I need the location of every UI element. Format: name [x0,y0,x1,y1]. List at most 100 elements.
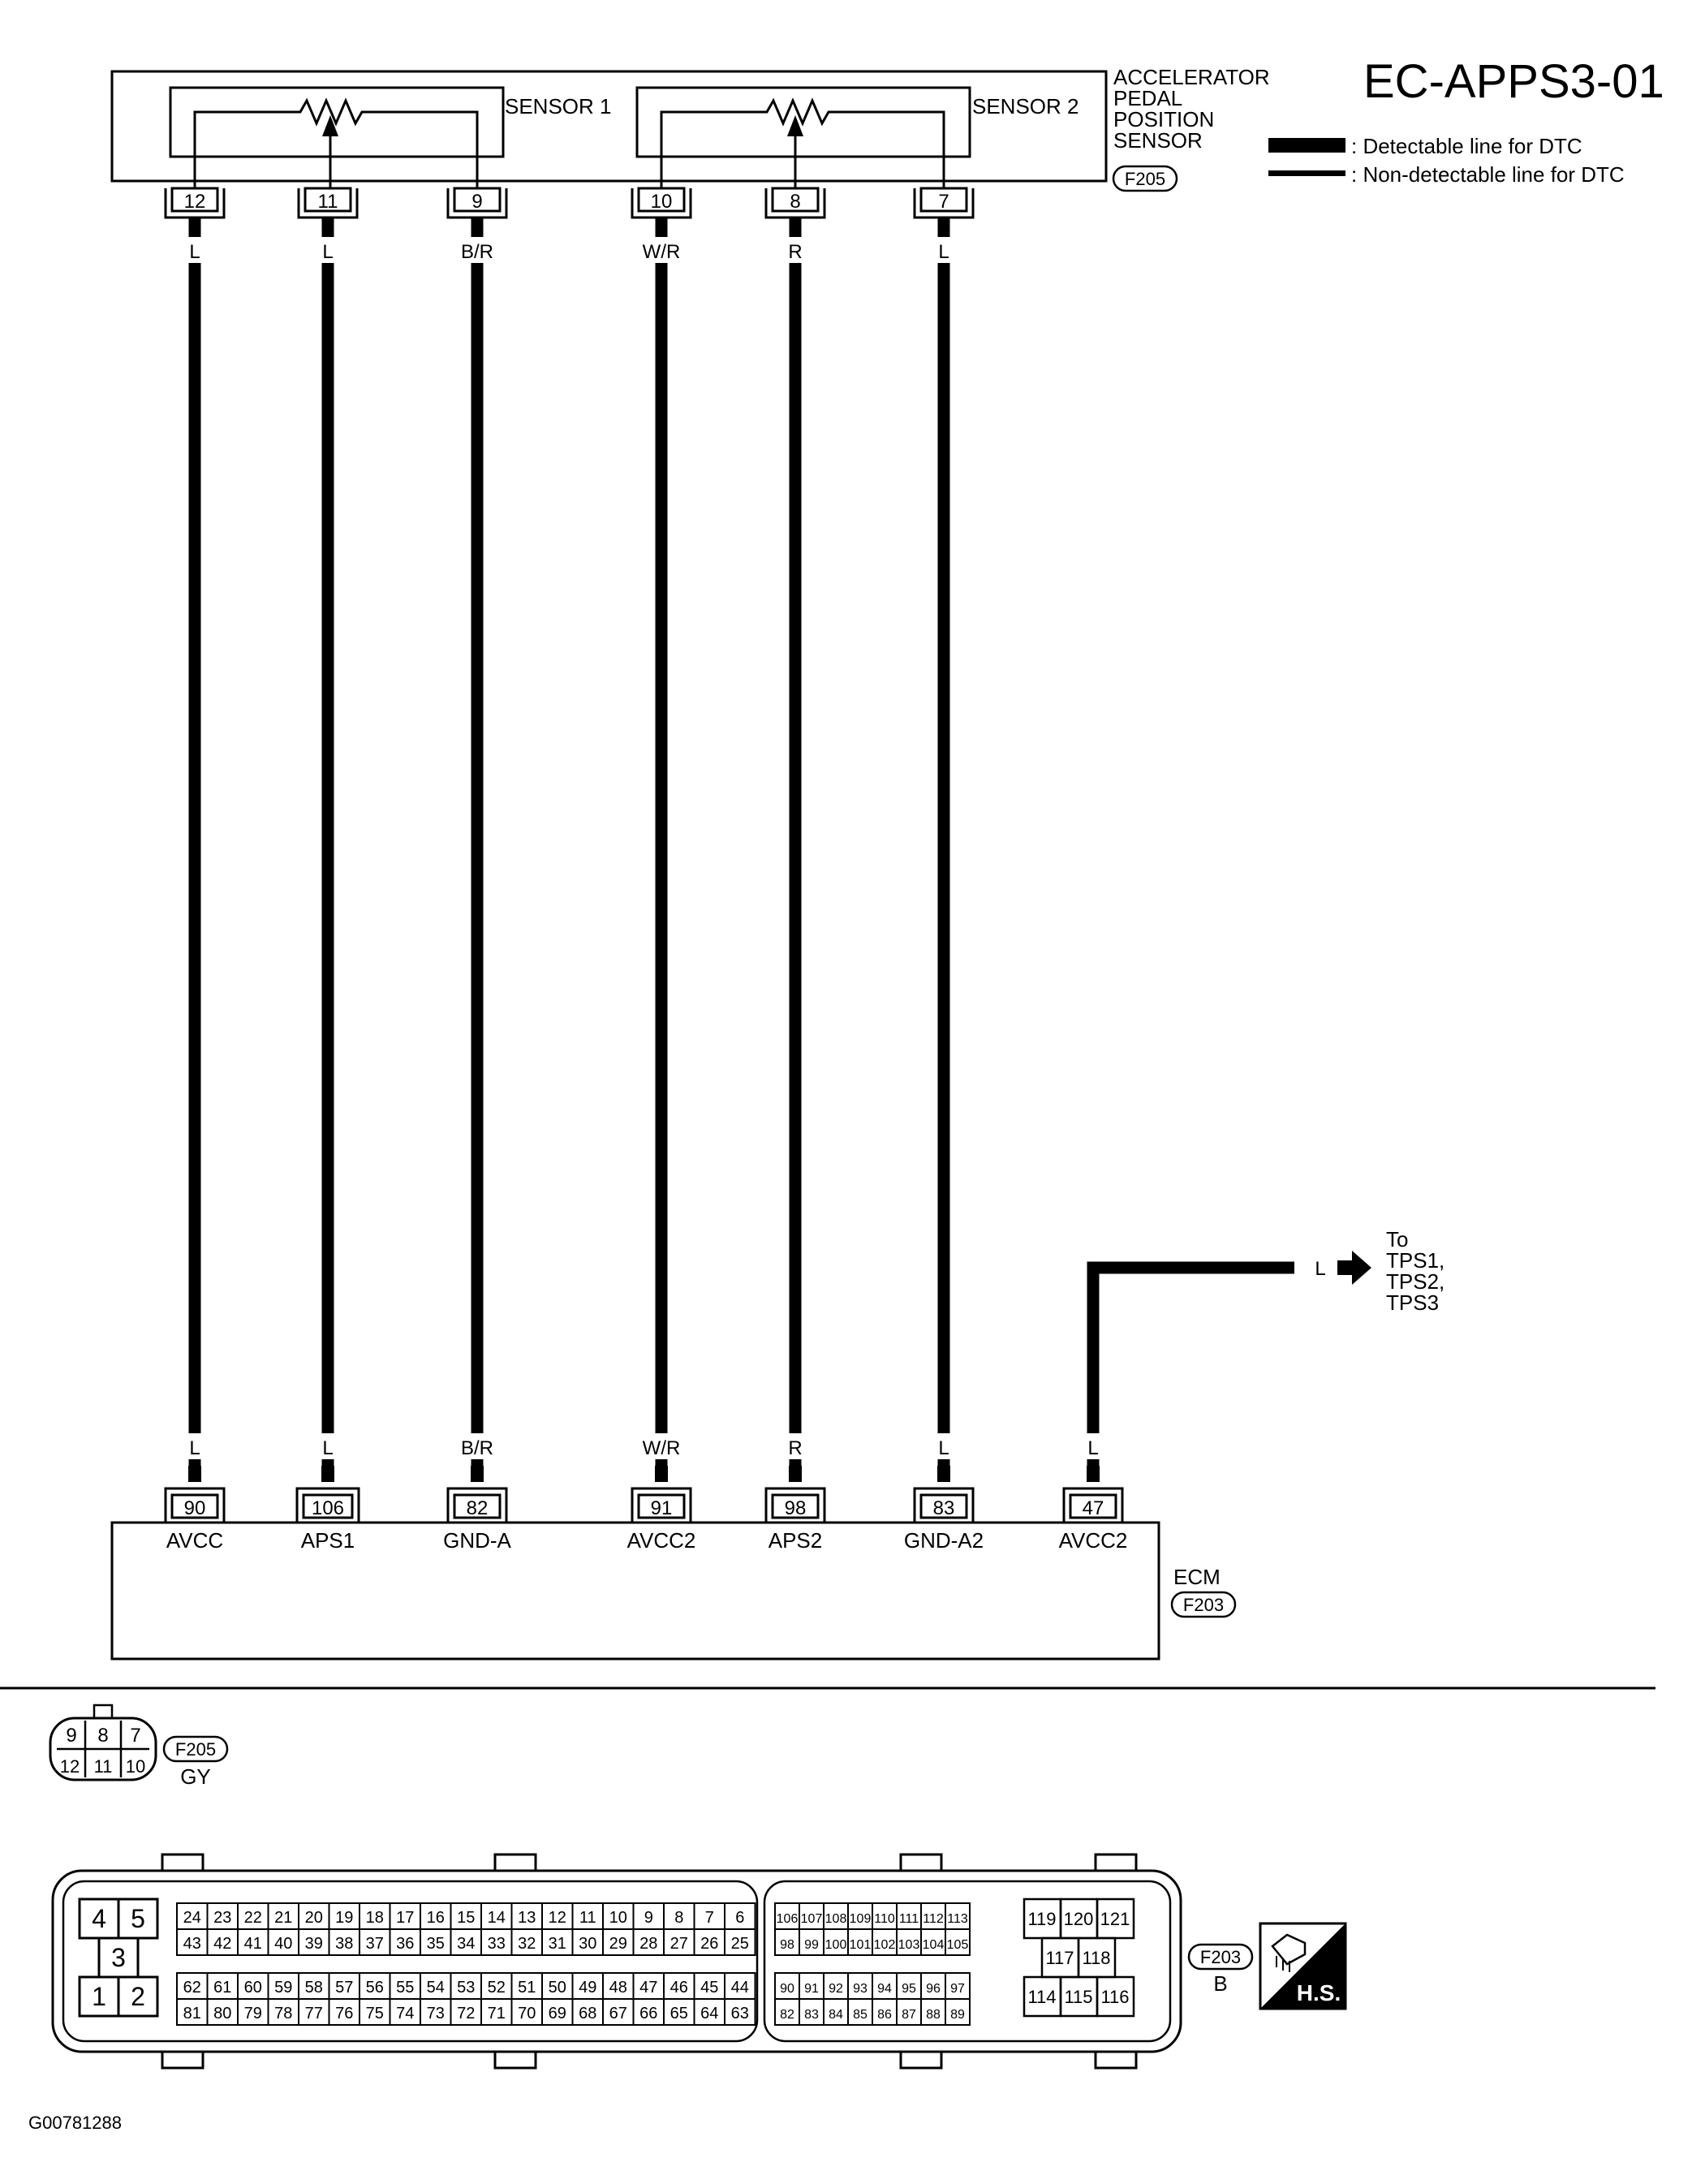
ecm-pin-91: 91 [631,1466,692,1523]
f203-pin: 57 [335,1979,353,1997]
f203-pin: 51 [518,1979,536,1997]
legend: : Detectable line for DTC : Non-detectab… [1268,134,1625,187]
f203-power-pin: 4 [92,1904,106,1933]
ecm: AVCC APS1 GND-A AVCC2 APS2 GND-A2 AVCC2 … [110,1521,1237,1661]
f203-pin: 60 [244,1979,262,1997]
f203-pin-cell [945,1928,971,1956]
ecm-housing [110,1521,1160,1661]
pin-bracket [1062,1487,1124,1523]
pin-bracket [764,1487,826,1523]
f203-pin: 46 [670,1979,688,1997]
f203-face-badge [1187,1943,1254,1971]
f203-pin: 7 [705,1909,714,1927]
f203-pin: 93 [853,1982,868,1996]
harness-side-icon: H.S. [1259,1922,1347,2010]
sensor-name-line-3: POSITION [1113,107,1214,131]
f203-pin: 36 [396,1935,414,1953]
right-arrow-icon [1337,1251,1371,1285]
sensor-2-circuit [660,97,945,195]
pin-box [170,187,219,213]
f203-pin: 14 [488,1909,506,1927]
f203-pin: 59 [274,1979,292,1997]
f203-pin: 49 [579,1979,596,1997]
f203-pin: 106 [777,1912,799,1926]
f203-pin: 56 [366,1979,384,1997]
f203-pin: 84 [829,2008,843,2022]
f203-pin: 98 [780,1938,794,1952]
ecm-pin-82: 82 [446,1466,508,1523]
ecm-pin-98: 98 [764,1466,826,1523]
pin-box [771,187,820,213]
f203-pin-cell [724,1998,756,2026]
f203-housing-right [763,1880,1172,2043]
f203-pin: 102 [874,1938,896,1952]
pin-stub [789,1466,802,1482]
pin-bracket [913,1487,975,1523]
wire-color-label: L [189,1437,200,1459]
pin-box [1069,1493,1117,1519]
wire-color-label: W/R [643,241,681,263]
f203-pin: 54 [427,1979,445,1997]
tps-dest-line-3: TPS2, [1386,1269,1444,1294]
f203-pin: 23 [213,1909,231,1927]
f205-connector-badge [1112,165,1178,192]
f203-pin: 101 [850,1938,872,1952]
ecm-pin-number: 90 [184,1497,206,1519]
f203-pin: 118 [1082,1948,1110,1968]
sensor-pin-10: 10 [631,187,692,219]
f203-pin-cell [945,1998,971,2026]
f203-pin: 64 [700,2005,718,2022]
f203-pin: 55 [396,1979,414,1997]
f203-pin: 18 [366,1909,384,1927]
f203-power-pin: 1 [92,1982,106,2011]
f205-connector-face: 9 8 7 12 11 10 F205 GY [49,1704,229,1789]
sensor-pin-number: 7 [938,191,949,213]
f203-pin: 121 [1100,1909,1130,1929]
f203-pin: 20 [305,1909,323,1927]
f203-pin: 92 [829,1982,843,1996]
wire-color-label: L [1087,1437,1098,1459]
f203-pin: 119 [1027,1909,1056,1929]
f203-pin: 53 [457,1979,475,1997]
ecm-pin-label: AVCC2 [627,1528,696,1553]
f203-power-pin: 5 [131,1904,145,1933]
sensor-2-label: SENSOR 2 [972,94,1079,118]
ecm-pin-label: AVCC [166,1528,223,1553]
wire-avcc2-tps [1087,1261,1294,1482]
figure-code: G00781288 [28,2113,122,2133]
wire-color-label: L [938,241,949,263]
ecm-pin-label: GND-A2 [904,1528,984,1553]
pin-box [170,1493,219,1519]
f203-pin: 72 [457,2005,475,2022]
ecm-pin-number: 82 [467,1497,489,1519]
f203-power-pins: 4 5 3 1 2 [78,1898,159,2018]
f203-pin: 32 [518,1935,536,1953]
f203-pin: 107 [801,1912,823,1926]
f205-face-color: GY [180,1764,211,1789]
f203-pin: 30 [579,1935,596,1953]
f203-pin: 81 [183,2005,201,2022]
f203-pin: 94 [877,1982,892,1996]
f205-face-pin: 12 [60,1756,80,1777]
pin-box [453,187,502,213]
sensor-1-box [169,86,505,158]
f203-face-color: B [1213,1971,1227,1996]
pin-bracket [446,1487,508,1523]
f205-housing [49,1717,157,1781]
accelerator-pedal-position-sensor: ACCELERATOR PEDAL POSITION SENSOR F205 S… [110,65,1270,195]
f203-pin: 110 [874,1912,895,1926]
ecm-pin-number: 98 [785,1497,807,1519]
f203-pin: 68 [579,2005,596,2022]
f203-pin: 117 [1045,1948,1074,1968]
f203-pin: 85 [853,2008,868,2022]
f203-housing-left [62,1880,759,2043]
f203-pin: 52 [488,1979,506,1997]
f203-pin: 47 [639,1979,657,1997]
tps-dest-line-2: TPS1, [1386,1248,1444,1273]
f203-pin: 103 [898,1938,920,1952]
tps-dest-line-1: To [1386,1227,1408,1251]
ecm-pin-number: 47 [1083,1497,1104,1519]
f203-pin: 35 [427,1935,445,1953]
tps-destination: L To TPS1, TPS2, TPS3 [1315,1227,1444,1315]
